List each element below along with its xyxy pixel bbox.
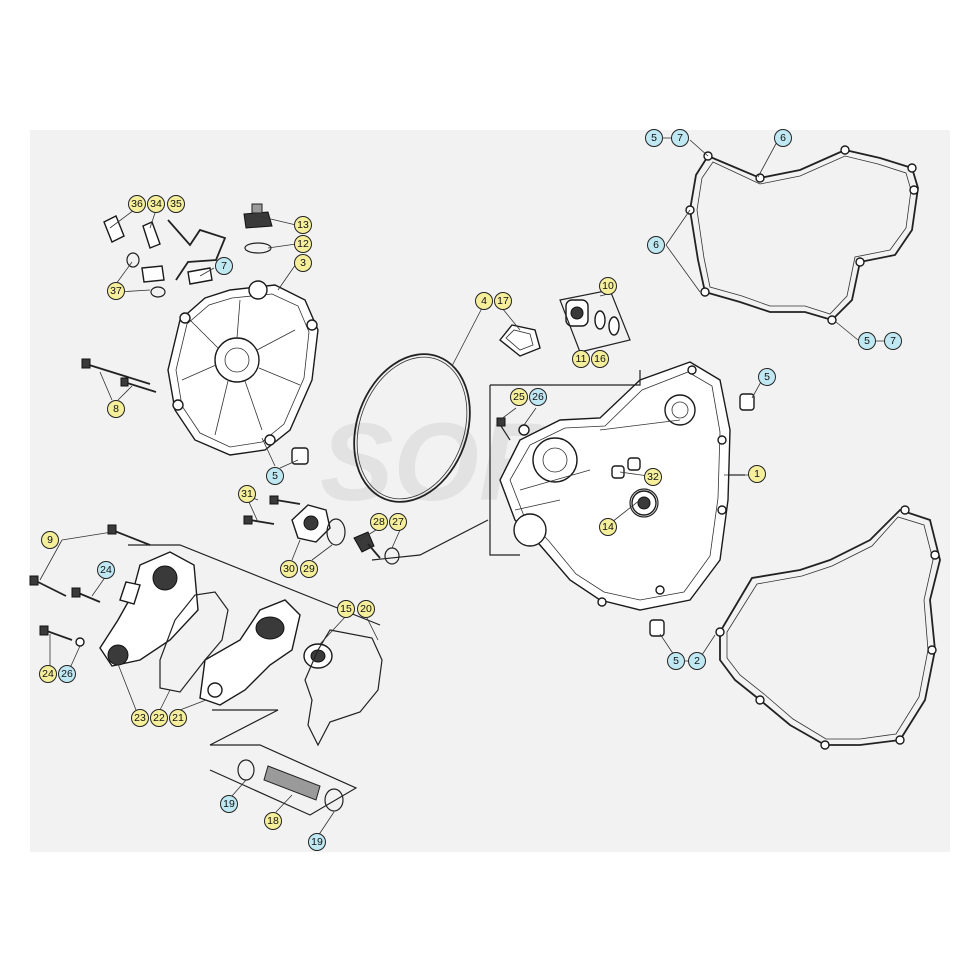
- callout-12: 12: [294, 235, 312, 253]
- callout-5-left: 5: [266, 467, 284, 485]
- svg-text:26: 26: [532, 391, 544, 403]
- gasket-bolt-holes: [685, 145, 919, 325]
- svg-text:11: 11: [576, 353, 587, 365]
- svg-text:34: 34: [150, 198, 162, 210]
- svg-text:5: 5: [864, 335, 870, 347]
- svg-text:21: 21: [172, 712, 184, 724]
- svg-text:36: 36: [131, 198, 143, 210]
- svg-text:7: 7: [221, 260, 227, 272]
- svg-text:6: 6: [653, 239, 659, 251]
- svg-text:37: 37: [110, 285, 122, 297]
- callout-9: 9: [41, 531, 59, 549]
- svg-text:26: 26: [61, 668, 73, 680]
- main-clutch-cover: [499, 361, 731, 611]
- callout-30-29: 30 29: [280, 560, 318, 578]
- svg-text:17: 17: [497, 295, 509, 307]
- svg-text:1: 1: [754, 468, 760, 480]
- dowel-sleeve-left: [291, 447, 309, 465]
- svg-text:19: 19: [223, 798, 235, 810]
- svg-text:35: 35: [170, 198, 182, 210]
- callout-19-right: 19: [308, 833, 326, 851]
- svg-text:8: 8: [113, 403, 119, 415]
- callout-8: 8: [107, 400, 125, 418]
- callout-5-7-right: 5 7: [858, 332, 902, 350]
- callout-5-dowel-upper: 5: [758, 368, 776, 386]
- callout-6-top: 6: [774, 129, 792, 147]
- callout-31: 31: [238, 485, 256, 503]
- svg-text:32: 32: [647, 471, 659, 483]
- svg-text:7: 7: [890, 335, 896, 347]
- svg-text:28: 28: [373, 516, 385, 528]
- seal-assembly: [565, 299, 620, 336]
- svg-text:3: 3: [300, 257, 306, 269]
- svg-text:27: 27: [392, 516, 404, 528]
- outer-cover-gasket: [689, 149, 919, 322]
- svg-text:5: 5: [272, 470, 278, 482]
- svg-text:24: 24: [100, 564, 112, 576]
- svg-text:10: 10: [602, 280, 614, 292]
- svg-text:5: 5: [673, 655, 679, 667]
- inner-gasket-holes: [715, 505, 940, 750]
- callout-10: 10: [599, 277, 617, 295]
- callout-25-26: 25 26: [510, 388, 547, 406]
- svg-text:9: 9: [47, 534, 53, 546]
- callout-32: 32: [644, 468, 662, 486]
- callout-19-left: 19: [220, 795, 238, 813]
- svg-text:15: 15: [340, 603, 352, 615]
- callout-13: 13: [294, 216, 312, 234]
- svg-text:5: 5: [764, 371, 770, 383]
- ignition-cover: [167, 280, 319, 456]
- callout-labels: 5 7 6 6 5 7 5 1 5 2 14 32: [39, 129, 902, 851]
- o-ring-large: [353, 353, 471, 503]
- svg-text:16: 16: [594, 353, 606, 365]
- svg-text:23: 23: [134, 712, 146, 724]
- svg-text:29: 29: [303, 563, 315, 575]
- svg-text:4: 4: [481, 295, 487, 307]
- svg-text:6: 6: [780, 132, 786, 144]
- svg-text:31: 31: [241, 488, 253, 500]
- impeller: [353, 531, 375, 553]
- svg-text:14: 14: [602, 521, 614, 533]
- cap-part: [499, 324, 541, 357]
- callout-36-34-35: 36 34 35: [128, 195, 185, 213]
- callout-6-left: 6: [647, 236, 665, 254]
- callout-5-2: 5 2: [667, 652, 706, 670]
- callout-23-22-21: 23 22 21: [131, 709, 187, 727]
- svg-text:20: 20: [360, 603, 372, 615]
- callout-37: 37: [107, 282, 125, 300]
- svg-text:12: 12: [297, 238, 309, 250]
- svg-text:5: 5: [651, 132, 657, 144]
- svg-text:7: 7: [677, 132, 683, 144]
- callout-5-7-top: 5 7: [645, 129, 689, 147]
- svg-text:22: 22: [153, 712, 165, 724]
- callout-15-20: 15 20: [337, 600, 375, 618]
- callout-18: 18: [264, 812, 282, 830]
- callout-28-27: 28 27: [370, 513, 407, 531]
- cap-o-ring: [244, 242, 272, 254]
- callout-24-upper: 24: [97, 561, 115, 579]
- callout-1: 1: [748, 465, 766, 483]
- callout-14: 14: [599, 518, 617, 536]
- callout-4-17: 4 17: [475, 292, 512, 310]
- svg-text:25: 25: [513, 391, 525, 403]
- dowel-sleeve-lower: [649, 619, 665, 637]
- svg-text:18: 18: [267, 815, 279, 827]
- filler-cap: [243, 211, 273, 229]
- callout-3: 3: [294, 254, 312, 272]
- svg-text:30: 30: [283, 563, 295, 575]
- svg-text:13: 13: [297, 219, 309, 231]
- callout-7: 7: [215, 257, 233, 275]
- callout-24-26-lower: 24 26: [39, 665, 76, 683]
- inner-cover-gasket: [719, 508, 941, 746]
- svg-text:2: 2: [694, 655, 700, 667]
- svg-text:19: 19: [311, 836, 323, 848]
- dowel-sleeve-upper: [739, 393, 755, 411]
- svg-text:24: 24: [42, 668, 54, 680]
- callout-11-16: 11 16: [572, 350, 609, 368]
